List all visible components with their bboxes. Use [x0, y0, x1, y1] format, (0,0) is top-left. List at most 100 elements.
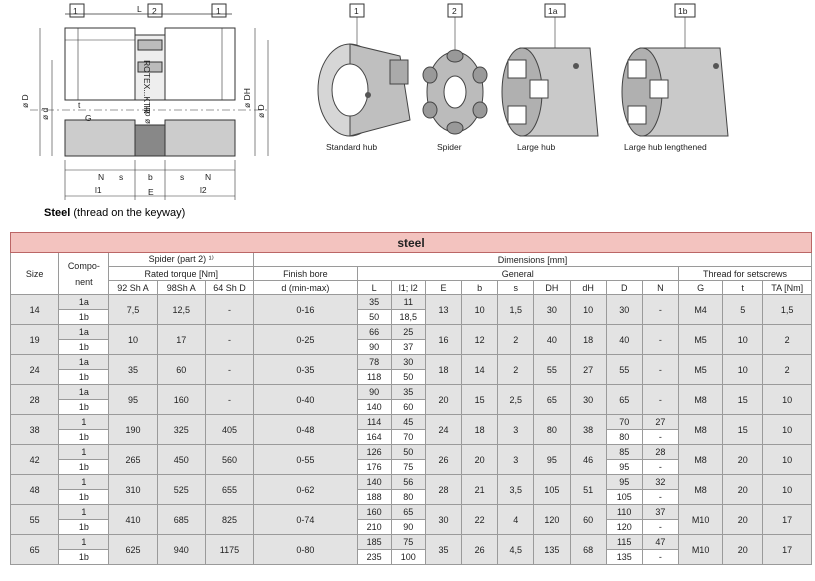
cell-DH: 135 [533, 534, 571, 565]
cell-D: 110 [605, 504, 643, 520]
cell-component: 1a [58, 354, 110, 370]
cell-E: 24 [424, 414, 463, 445]
cell-torque-64shd: - [204, 324, 255, 355]
dim-s-right: s [180, 172, 184, 182]
cell-size: 65 [9, 534, 60, 565]
cell-dH: 68 [569, 534, 607, 565]
cell-L: 78 [356, 354, 392, 370]
cell-G: M8 [677, 474, 724, 505]
callout-spider: 2 [152, 6, 157, 16]
cell-torque-98sha: 160 [156, 384, 206, 415]
cell-G: M4 [677, 294, 724, 325]
dim-DH: ø DH [242, 88, 252, 108]
cell-D: 40 [605, 324, 643, 355]
cell-component: 1b [58, 489, 110, 505]
cell-l1l2: 80 [390, 489, 426, 505]
cell-s: 1,5 [497, 294, 535, 325]
dim-D-right: ø D [256, 104, 266, 118]
cell-D: 65 [605, 384, 643, 415]
cell-torque-92sha: 10 [108, 324, 158, 355]
part-1-label: Standard hub [326, 142, 377, 152]
large-hub-illustration: 1a Large hub [501, 3, 599, 152]
cell-DH: 80 [533, 414, 571, 445]
part-1b-label: Large hub lengthened [624, 142, 707, 152]
cell-torque-64shd: 1175 [204, 534, 255, 565]
cell-l1l2: 37 [390, 339, 426, 355]
dim-N: N [98, 172, 104, 182]
cell-G: M8 [677, 444, 724, 475]
cell-torque-92sha: 310 [108, 474, 158, 505]
cell-DH: 40 [533, 324, 571, 355]
cell-l1l2: 75 [390, 534, 426, 550]
col-b: b [461, 280, 499, 295]
cell-G: M10 [677, 534, 724, 565]
cell-t: 20 [722, 534, 764, 565]
cell-size: 14 [9, 294, 60, 325]
cell-size: 24 [9, 354, 60, 385]
cell-l1l2: 30 [390, 354, 426, 370]
cell-G: M10 [677, 504, 724, 535]
cell-L: 118 [356, 369, 392, 385]
cell-t: 20 [722, 474, 764, 505]
col-DH: DH [533, 280, 571, 295]
cell-component: 1 [58, 474, 110, 490]
cell-E: 18 [424, 354, 463, 385]
cell-D: 120 [605, 519, 643, 535]
dim-E: E [148, 187, 154, 197]
dim-N-right: N [205, 172, 211, 182]
standard-hub-illustration: 1 Standard hub [317, 3, 411, 152]
cell-t: 20 [722, 444, 764, 475]
cell-b: 22 [461, 504, 499, 535]
cell-N: 28 [641, 444, 679, 460]
cell-component: 1a [58, 384, 110, 400]
cell-L: 140 [356, 474, 392, 490]
cell-DH: 30 [533, 294, 571, 325]
col-N: N [641, 280, 679, 295]
cell-finish-bore: 0-16 [253, 294, 358, 325]
cell-t: 20 [722, 504, 764, 535]
cell-torque-92sha: 625 [108, 534, 158, 565]
cell-N: - [641, 519, 679, 535]
cell-D: 55 [605, 354, 643, 385]
cell-L: 164 [356, 429, 392, 445]
cell-finish-bore: 0-74 [253, 504, 358, 535]
cell-torque-64shd: - [204, 294, 255, 325]
cell-component: 1 [58, 534, 110, 550]
cell-b: 10 [461, 294, 499, 325]
col-size: Size [9, 252, 60, 295]
drawings-area: 1 2 1 L ø D ø d ø dH ø DH ø D t G N s b … [20, 3, 729, 219]
cell-N: 27 [641, 414, 679, 430]
cell-dH: 10 [569, 294, 607, 325]
cell-D: 80 [605, 429, 643, 445]
dim-D: ø D [20, 94, 30, 108]
cell-t: 10 [722, 354, 764, 385]
cell-torque-92sha: 35 [108, 354, 158, 385]
cell-DH: 120 [533, 504, 571, 535]
col-s: s [497, 280, 535, 295]
cell-component: 1 [58, 444, 110, 460]
cell-s: 2 [497, 324, 535, 355]
part-2-num: 2 [452, 6, 457, 16]
cell-N: - [641, 384, 679, 415]
cell-size: 48 [9, 474, 60, 505]
cell-torque-98sha: 685 [156, 504, 206, 535]
cell-b: 20 [461, 444, 499, 475]
dim-t: t [78, 100, 81, 110]
cell-torque-98sha: 450 [156, 444, 206, 475]
cell-component: 1a [58, 324, 110, 340]
cell-G: M8 [677, 384, 724, 415]
dim-s-left: s [119, 172, 123, 182]
cell-t: 15 [722, 384, 764, 415]
cell-TA: 10 [762, 444, 812, 475]
cell-torque-92sha: 190 [108, 414, 158, 445]
col-D: D [605, 280, 643, 295]
cell-torque-64shd: 405 [204, 414, 255, 445]
